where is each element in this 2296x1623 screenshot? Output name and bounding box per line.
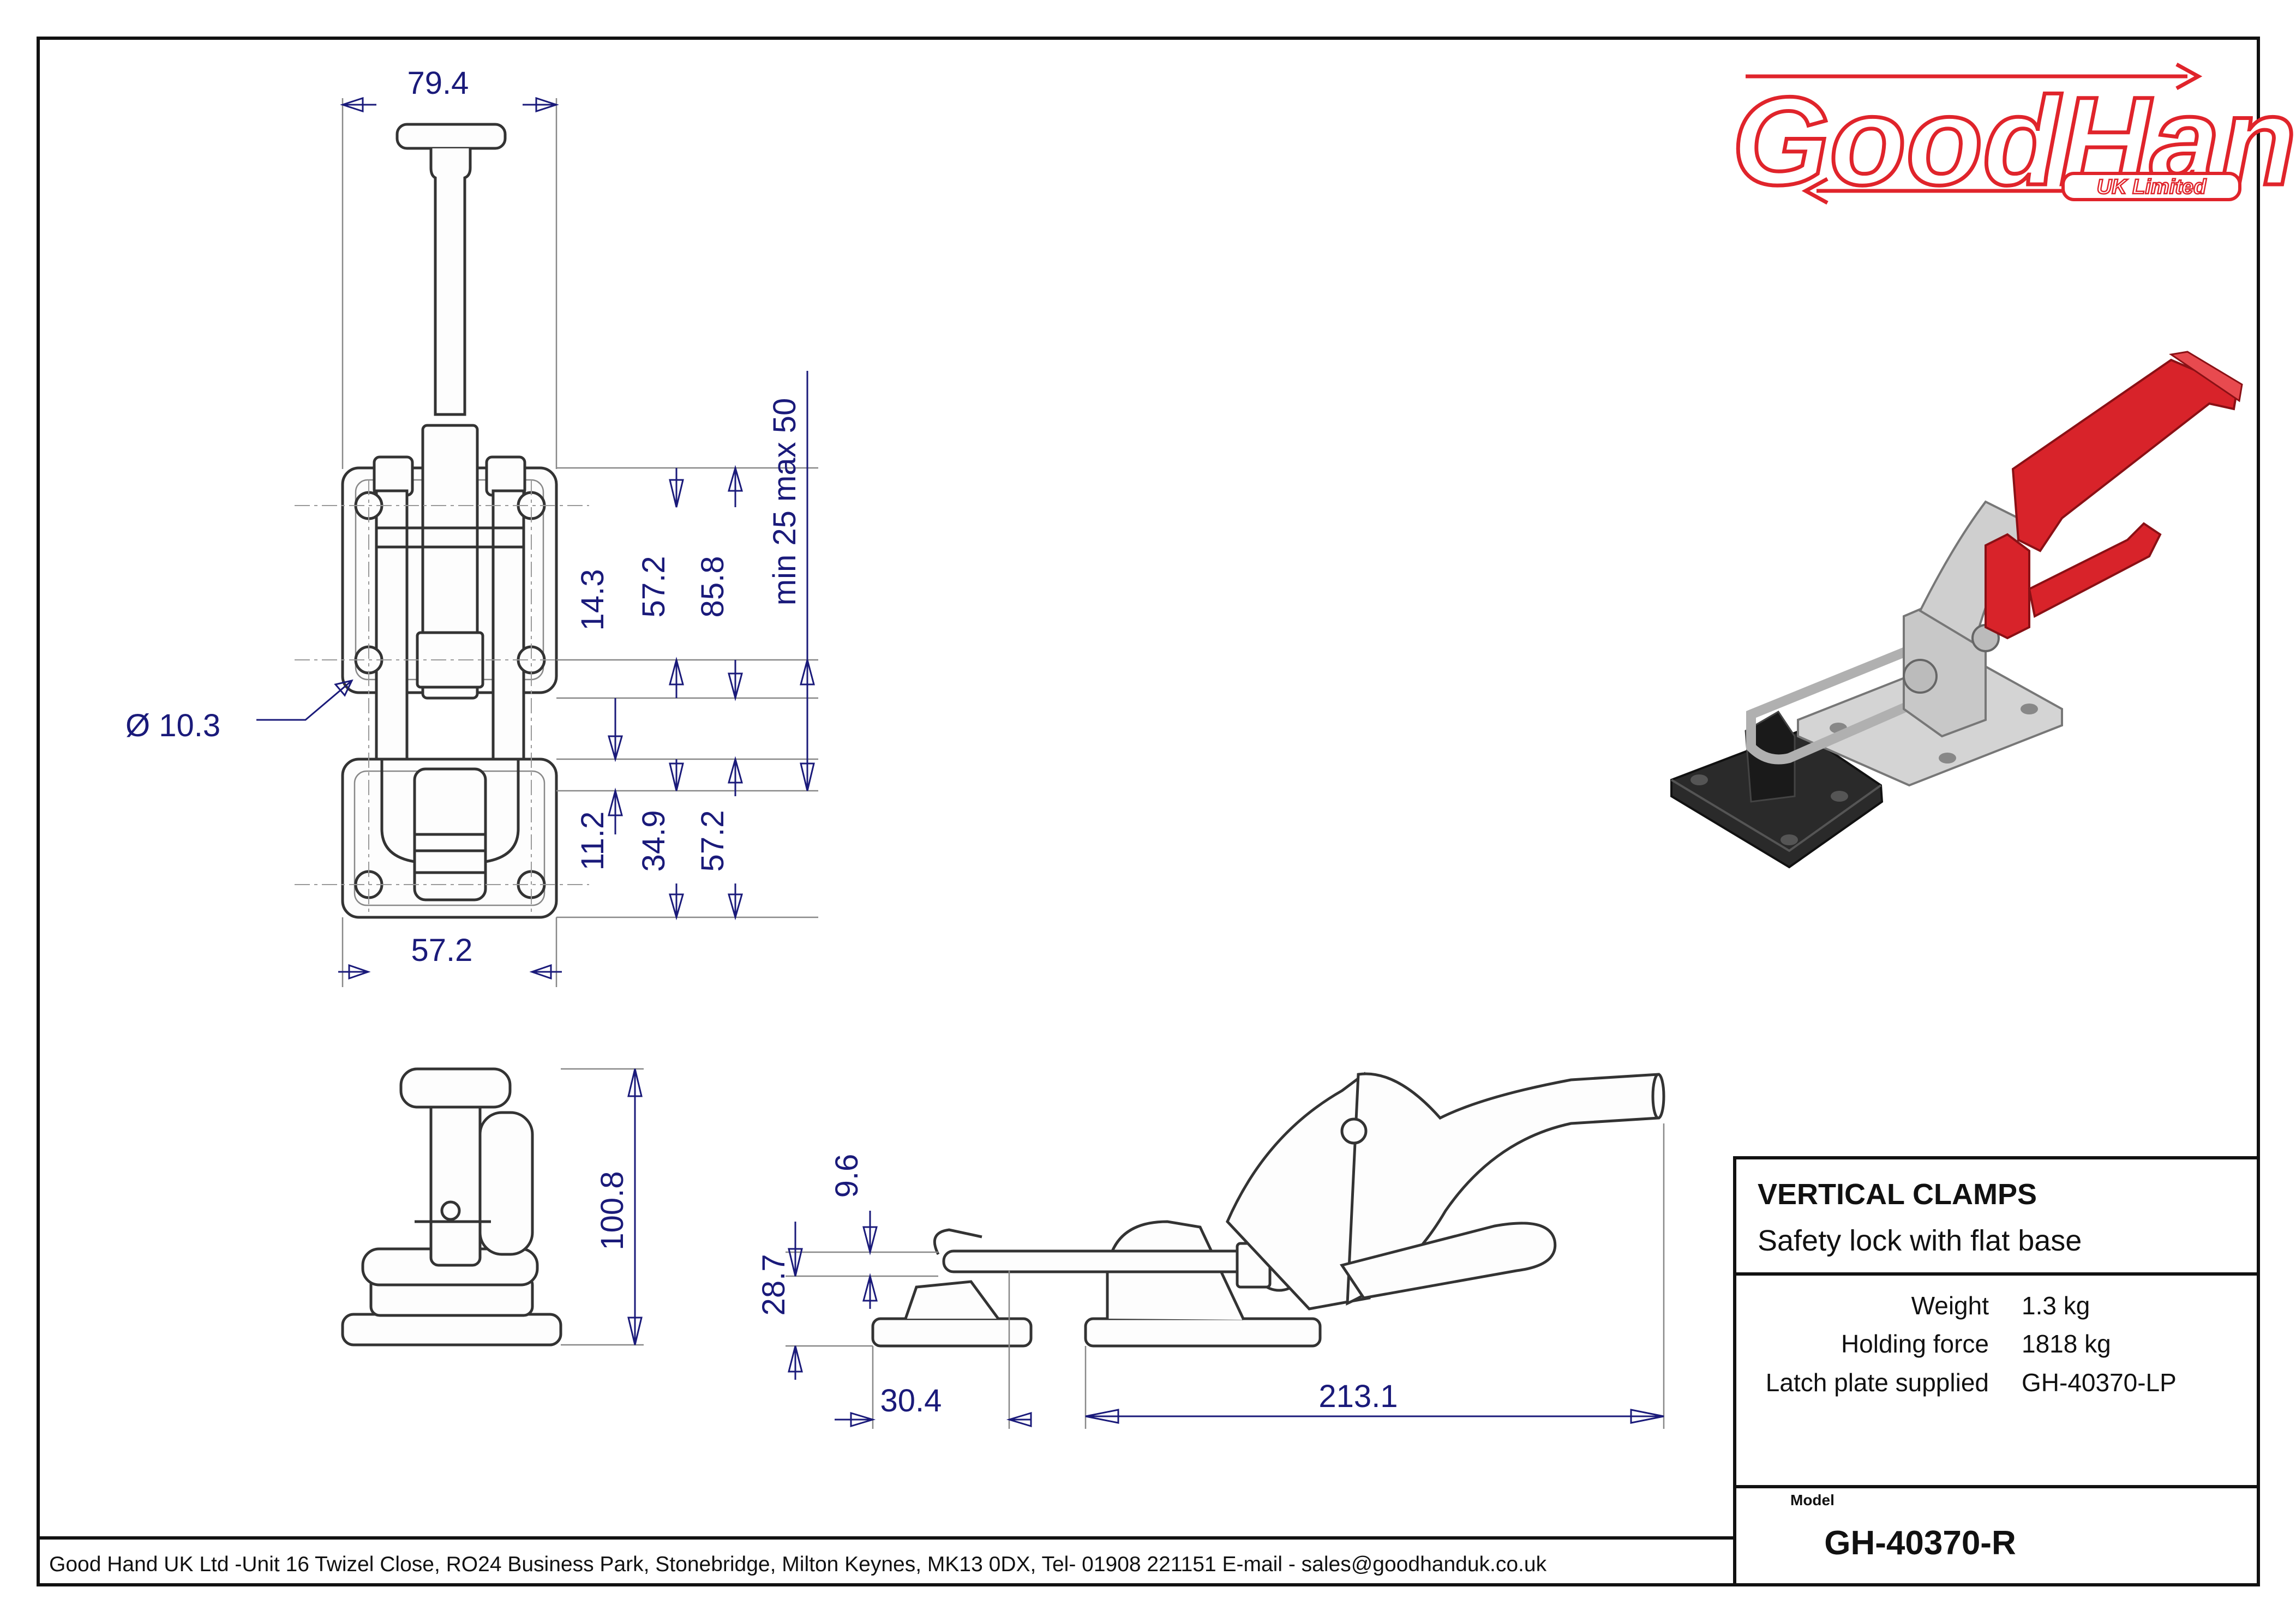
dim-30-4: 30.4 [880, 1383, 942, 1418]
spec-label-latch-plate: Latch plate supplied [1766, 1368, 1989, 1397]
end-view [341, 1067, 644, 1347]
side-view [786, 1072, 1665, 1429]
dim-overall-width: 79.4 [407, 65, 469, 101]
spec-label-holding-force: Holding force [1841, 1330, 1989, 1358]
title-subtitle: Safety lock with flat base [1758, 1224, 2082, 1257]
dim-height: 100.8 [595, 1171, 630, 1250]
model-number: GH-40370-R [1824, 1524, 2016, 1562]
model-label: Model [1790, 1492, 1835, 1508]
dim-9-6: 9.6 [829, 1154, 865, 1198]
dim-base-width: 57.2 [411, 933, 473, 968]
footer-address: Good Hand UK Ltd -Unit 16 Twizel Close, … [49, 1553, 1547, 1576]
spec-value-weight: 1.3 kg [2022, 1291, 2090, 1320]
logo-sub-text: UK Limited [2097, 176, 2207, 199]
spec-label-weight: Weight [1911, 1291, 1989, 1320]
dim-hole-diameter: Ø 10.3 [125, 708, 220, 743]
dim-14-3: 14.3 [575, 569, 610, 631]
sheet-border [37, 37, 2260, 1586]
title-block: VERTICAL CLAMPS Safety lock with flat ba… [1733, 1156, 2260, 1586]
iso-view [1670, 351, 2243, 869]
dim-85-8: 85.8 [695, 556, 730, 618]
dim-range-note: min 25 max 50 [767, 398, 802, 605]
title-category: VERTICAL CLAMPS [1758, 1178, 2037, 1211]
dim-28-7: 28.7 [756, 1254, 792, 1316]
top-view [256, 97, 818, 987]
dim-57-2-lower: 57.2 [695, 810, 730, 872]
dim-57-2-upper: 57.2 [636, 556, 672, 618]
spec-value-latch-plate: GH-40370-LP [2022, 1368, 2177, 1397]
dim-213-1: 213.1 [1318, 1379, 1398, 1414]
dim-34-9: 34.9 [636, 810, 672, 872]
spec-value-holding-force: 1818 kg [2022, 1330, 2111, 1358]
dim-11-2: 11.2 [575, 812, 610, 871]
